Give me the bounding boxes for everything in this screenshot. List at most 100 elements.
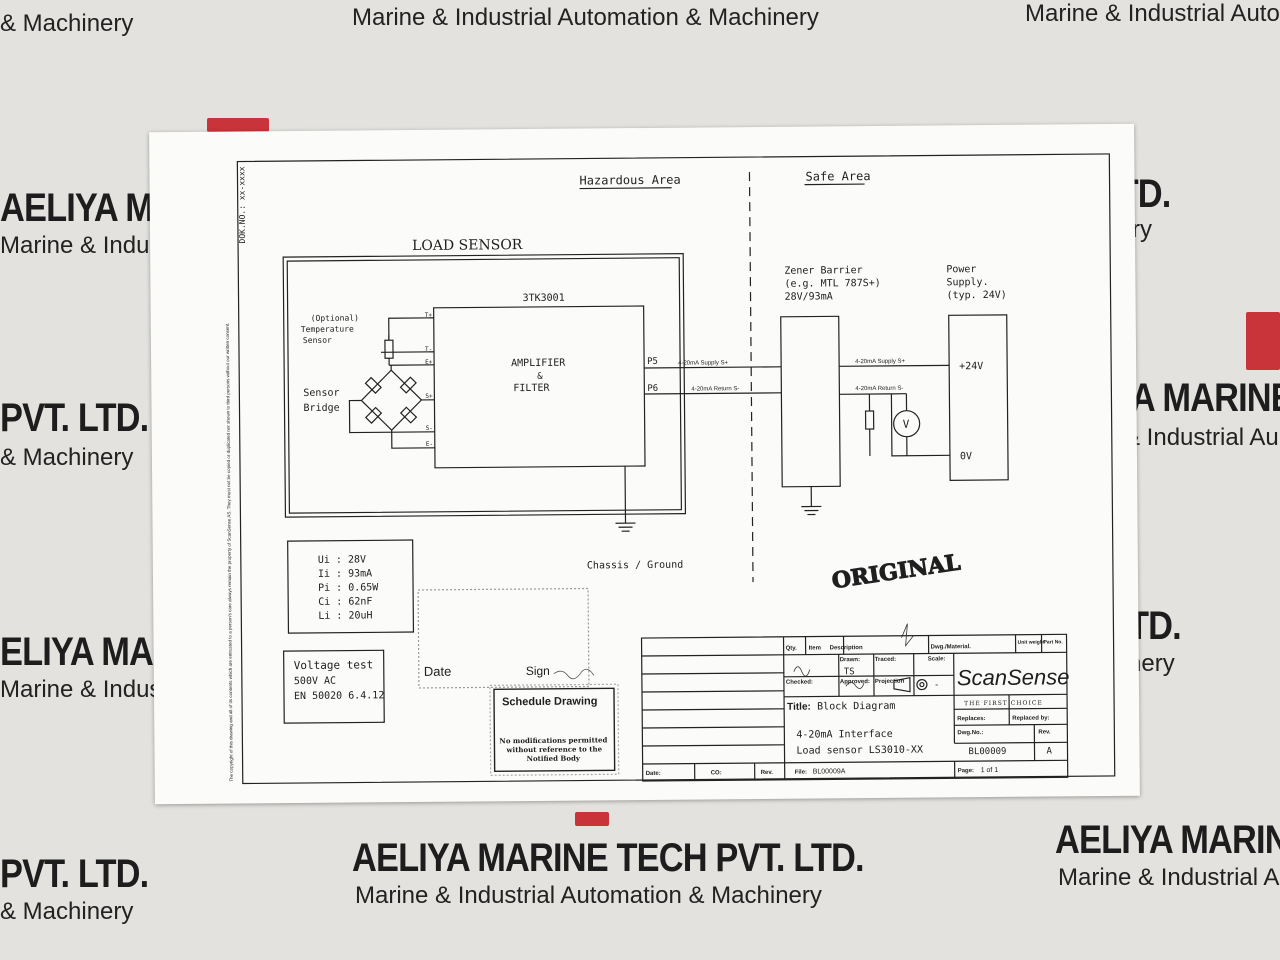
signature-mark	[901, 623, 914, 648]
svg-text:Dwg./Material.: Dwg./Material.	[931, 644, 972, 650]
load-sensor-title: LOAD SENSOR	[412, 237, 523, 254]
watermark-company: AELIYA MARIN	[1055, 818, 1280, 862]
scansense-tagline: THE FIRST CHOICE	[964, 700, 1043, 708]
watermark-tagline: Marine & Industrial Automation & Machine…	[355, 882, 822, 909]
approval-stamp	[417, 587, 590, 689]
stamp-date: Date	[424, 664, 452, 679]
svg-text:Traced:: Traced:	[875, 657, 896, 663]
sensor-bridge-label: Sensor	[303, 388, 339, 399]
svg-text:Part No.: Part No.	[1044, 639, 1064, 645]
drawing-frame	[236, 153, 1116, 785]
red-tab	[1246, 312, 1280, 370]
description-line-2: Load sensor LS3010-XX	[796, 745, 923, 757]
param-ci: Ci : 62nF	[318, 596, 372, 607]
module-label: 3TK3001	[523, 293, 565, 304]
svg-text:Date:: Date:	[646, 771, 661, 777]
pin-label: P5	[647, 357, 658, 367]
svg-text:(typ. 24V): (typ. 24V)	[946, 290, 1006, 302]
watermark-company: YA MARINE	[1112, 376, 1280, 420]
title-value: Block Diagram	[817, 701, 895, 713]
watermark-tagline: & Industrial Au	[1124, 424, 1279, 451]
wire-label: 4-20mA Supply S+	[855, 359, 905, 365]
pin-label: T+	[425, 312, 433, 319]
watermark-tagline: Marine & Industrial Auto	[1025, 0, 1280, 27]
svg-text:Rev.: Rev.	[761, 770, 774, 776]
stamp-sign: Sign	[526, 664, 550, 678]
projection-icon	[916, 678, 928, 691]
load-sensor-enclosure	[282, 253, 687, 518]
svg-text:Scale:: Scale:	[928, 656, 946, 662]
svg-text:Replaces:: Replaces:	[957, 716, 985, 722]
svg-text:-: -	[934, 680, 940, 690]
load-resistor	[864, 410, 875, 430]
svg-text:Temperature: Temperature	[301, 325, 354, 334]
block-diagram: DOK.NO.: xx-xxxx Hazardous Area Safe Are…	[225, 153, 1116, 785]
doc-number: DOK.NO.: xx-xxxx	[237, 166, 247, 243]
hazardous-underline	[579, 187, 672, 190]
svg-text:Qty.: Qty.	[786, 646, 798, 652]
svg-text:Replaced by:: Replaced by:	[1012, 715, 1049, 721]
param-li: Li : 20uH	[318, 610, 372, 621]
wire-label: 4-20mA Return S-	[691, 386, 739, 392]
pin-label: T-	[425, 346, 432, 353]
svg-text:500V AC: 500V AC	[294, 676, 336, 687]
pin-label: S-	[426, 425, 433, 432]
red-tab	[207, 118, 269, 132]
watermark-company: AELIYA MA	[0, 186, 178, 230]
zero-v-label: 0V	[960, 451, 972, 462]
pin-label: S+	[425, 393, 433, 400]
watermark-company: AELIYA MARINE TECH PVT. LTD.	[352, 836, 865, 880]
watermark-company: PVT. LTD.	[0, 396, 149, 440]
svg-text:Page:: Page:	[958, 768, 974, 774]
svg-text:Dwg.No.:: Dwg.No.:	[957, 730, 983, 736]
signature-mark	[553, 668, 595, 680]
power-supply-label: Power	[946, 264, 976, 275]
watermark-tagline: Marine & Industrial A	[1058, 864, 1280, 891]
wire-label: 4-20mA Supply S+	[678, 360, 728, 366]
amplifier-and: &	[537, 372, 543, 382]
temp-sensor-label: (Optional)	[311, 313, 359, 322]
voltmeter-label: V	[903, 418, 910, 431]
signature-mark	[845, 681, 865, 689]
power-supply-box	[948, 314, 1009, 481]
title-block	[640, 633, 1069, 782]
wire-label: 4-20mA Return S-	[855, 386, 903, 392]
watermark-tagline: & Machinery	[0, 444, 134, 471]
signature-mark	[793, 666, 811, 677]
svg-text:without reference to the: without reference to the	[505, 744, 602, 754]
svg-text:Bridge: Bridge	[303, 403, 339, 414]
plus-24v-label: +24V	[959, 361, 983, 372]
amplifier-label: AMPLIFIER	[511, 358, 566, 369]
param-pi: Pi : 0.65W	[318, 582, 379, 594]
red-tab	[575, 812, 609, 826]
param-ii: Ii : 93mA	[318, 568, 372, 579]
pin-label: E+	[425, 359, 433, 366]
pin-label: P6	[647, 384, 658, 394]
svg-text:No modifications permitted: No modifications permitted	[499, 735, 607, 745]
file-name: BL00009A	[813, 768, 846, 775]
zener-barrier-box	[780, 315, 841, 488]
watermark-tagline: Marine & Industrial Automation & Machine…	[352, 4, 819, 31]
svg-text:Unit weight: Unit weight	[1018, 640, 1045, 646]
copyright-note: The copyright of this drawing and all of…	[225, 323, 234, 782]
revision: A	[1046, 746, 1052, 756]
scansense-logo: ScanSense	[957, 664, 1070, 690]
svg-text:Notified Body: Notified Body	[527, 754, 581, 763]
voltage-test-label: Voltage test	[294, 658, 374, 672]
amplifier-box	[433, 305, 646, 469]
wire-supply	[644, 366, 782, 369]
svg-text:File:: File:	[795, 770, 807, 776]
safe-underline	[804, 183, 865, 186]
safe-area-label: Safe Area	[805, 169, 870, 184]
area-divider	[748, 172, 754, 583]
svg-text:Supply.: Supply.	[946, 277, 988, 288]
svg-text:(e.g. MTL 787S+): (e.g. MTL 787S+)	[784, 278, 880, 290]
schedule-drawing-box	[493, 687, 616, 773]
voltage-test-box	[283, 649, 385, 724]
svg-text:28V/93mA: 28V/93mA	[785, 291, 833, 302]
svg-text:Sensor: Sensor	[303, 336, 332, 345]
svg-text:Description: Description	[830, 645, 863, 651]
description-line-1: 4-20mA Interface	[796, 729, 892, 741]
drawing-number: BL00009	[968, 747, 1006, 757]
watermark-company: PVT. LTD.	[0, 852, 149, 896]
